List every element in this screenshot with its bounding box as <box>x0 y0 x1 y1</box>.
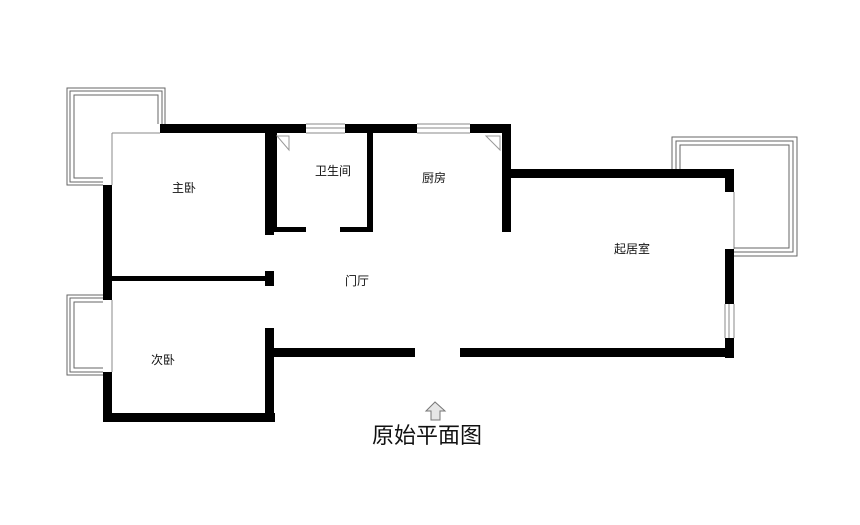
wall-living-right-bottom <box>725 249 734 304</box>
wall-bottom-bedroom2 <box>103 413 275 422</box>
balconies <box>66 87 798 376</box>
wall-bath-right <box>367 124 373 231</box>
room-label-second-bedroom: 次卧 <box>151 353 175 367</box>
room-label-entrance-hall: 门厅 <box>345 273 369 288</box>
wall-bath-left-inner <box>274 133 277 231</box>
room-label-kitchen: 厨房 <box>422 170 446 185</box>
wall-bath-bottom-left <box>274 227 306 232</box>
room-label-bathroom: 卫生间 <box>315 164 351 178</box>
kitchen-door-marker <box>484 135 501 152</box>
windows <box>111 123 735 372</box>
wall-bedroom-divider <box>103 276 273 281</box>
bath-door-marker <box>275 135 290 152</box>
wall-kitchen-right <box>502 124 511 232</box>
balcony-second <box>66 294 103 376</box>
balcony-living <box>671 136 798 257</box>
wall-bath-bottom-right <box>340 227 373 232</box>
room-label-living-room: 起居室 <box>614 241 650 256</box>
wall-top-bath-kitchen <box>345 124 417 133</box>
wall-top-bedroom <box>160 124 306 133</box>
wall-bottom-right <box>460 348 734 357</box>
wall-left-lower <box>103 372 112 422</box>
plan-title: 原始平面图 <box>372 424 482 449</box>
walls <box>103 124 734 422</box>
wall-living-top <box>511 169 733 178</box>
wall-left-upper <box>103 185 112 300</box>
wall-divider-end <box>265 271 274 286</box>
wall-bath-left <box>265 124 274 235</box>
wall-bedroom2-right <box>265 328 274 422</box>
entrance-arrow-icon <box>424 401 447 421</box>
door-swings <box>275 135 501 152</box>
balcony-master <box>66 87 166 186</box>
wall-living-right-top <box>725 169 734 192</box>
wall-top-kitchen-right <box>470 124 511 133</box>
wall-bottom-left <box>265 348 415 357</box>
room-label-master-bedroom: 主卧 <box>172 181 196 195</box>
